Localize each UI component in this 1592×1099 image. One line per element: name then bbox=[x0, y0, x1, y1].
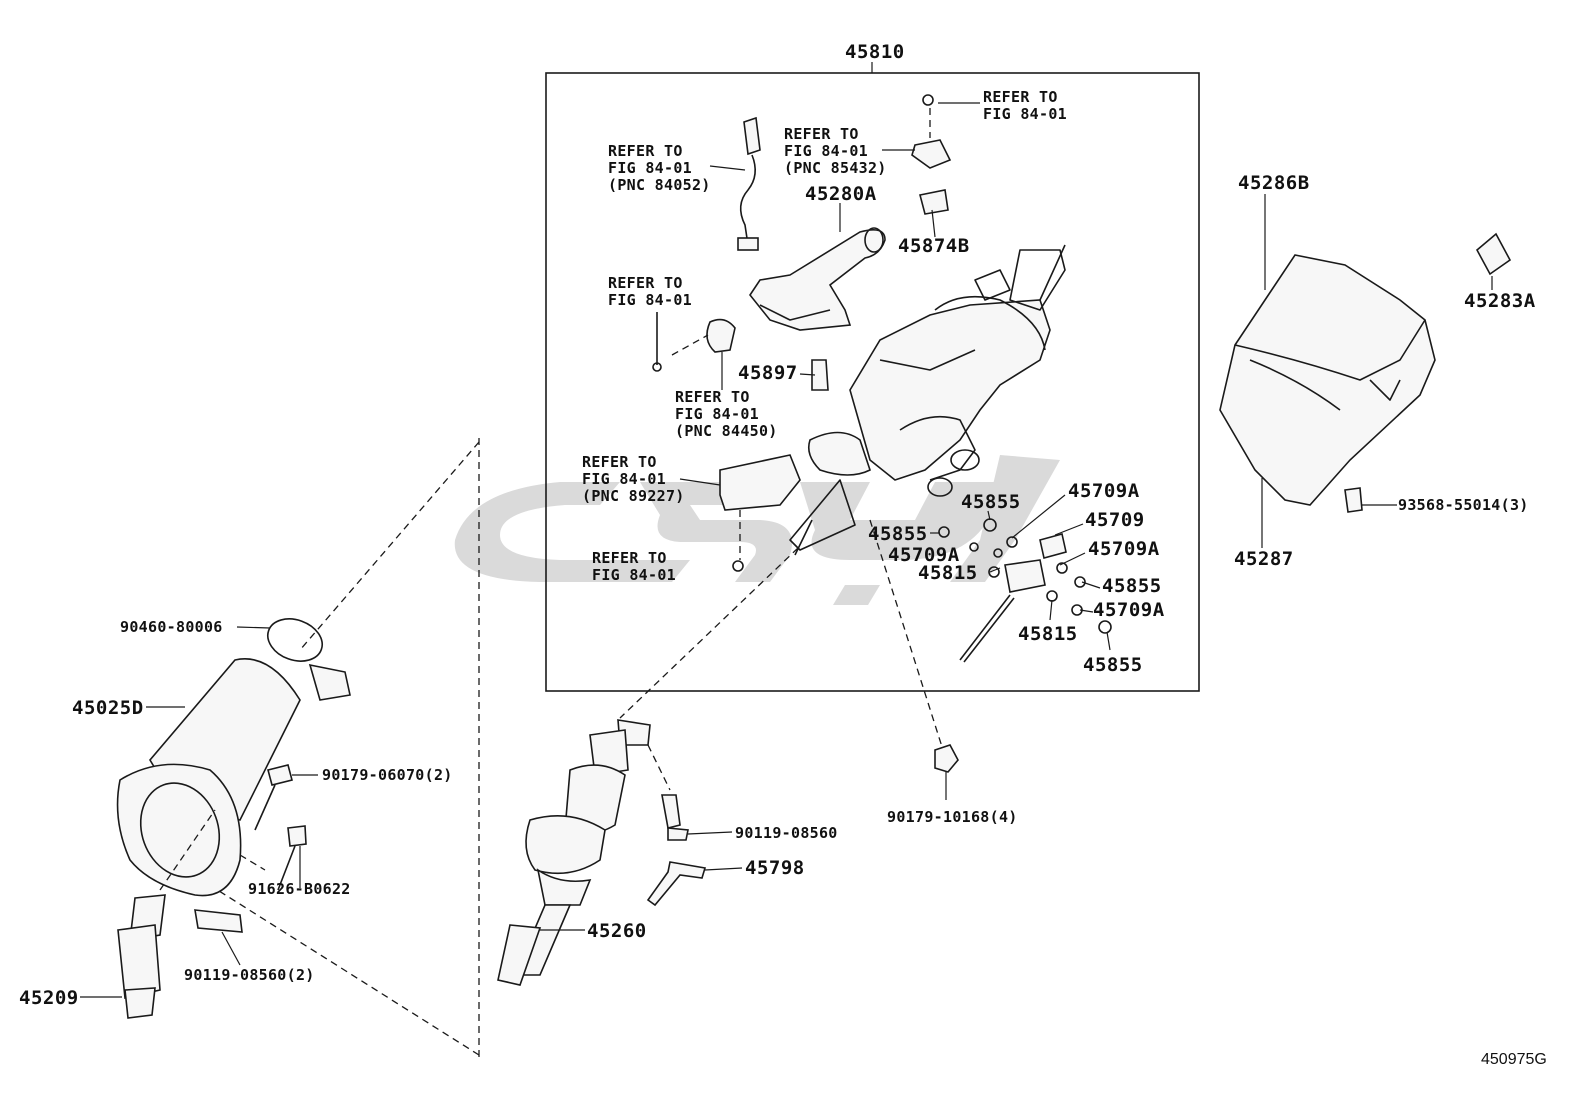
module-89227 bbox=[719, 454, 801, 511]
callout-93568-55014: 93568-55014(3) bbox=[1398, 496, 1529, 514]
refer-note-top-right: REFER TO FIG 84-01 bbox=[983, 88, 1067, 123]
refer-note-84052: REFER TO FIG 84-01 (PNC 84052) bbox=[608, 142, 711, 194]
callout-45283a: 45283A bbox=[1464, 290, 1536, 312]
callout-45815-a: 45815 bbox=[918, 562, 978, 584]
callout-90179-06070: 90179-06070(2) bbox=[322, 766, 453, 784]
callout-45260: 45260 bbox=[587, 920, 647, 942]
refer-note-screw: REFER TO FIG 84-01 bbox=[592, 549, 676, 584]
callout-90460-80006: 90460-80006 bbox=[120, 618, 223, 636]
callout-45025d: 45025D bbox=[72, 697, 144, 719]
callout-45897: 45897 bbox=[738, 362, 798, 384]
refer-note-85432: REFER TO FIG 84-01 (PNC 85432) bbox=[784, 125, 887, 177]
callout-45280a: 45280A bbox=[805, 183, 877, 205]
clamp bbox=[267, 618, 351, 701]
refer-note-bolt: REFER TO FIG 84-01 bbox=[608, 274, 692, 309]
bolt-90119-2 bbox=[194, 909, 243, 933]
leader-lines bbox=[679, 102, 1111, 651]
switch-harness bbox=[737, 116, 761, 251]
part-45897 bbox=[811, 359, 829, 391]
callout-45855-d: 45855 bbox=[1083, 654, 1143, 676]
clip-45798 bbox=[646, 861, 707, 907]
bolt-90119 bbox=[661, 794, 681, 829]
callout-45209: 45209 bbox=[19, 987, 79, 1009]
steering-column bbox=[789, 244, 1066, 556]
column-covers bbox=[1219, 232, 1512, 506]
callout-45709a-b: 45709A bbox=[888, 544, 960, 566]
callout-90119-08560: 90119-08560 bbox=[735, 824, 838, 842]
lock-housing bbox=[749, 227, 886, 331]
callout-45874b: 45874B bbox=[898, 235, 970, 257]
callout-45855-a: 45855 bbox=[961, 491, 1021, 513]
refer-note-84450: REFER TO FIG 84-01 (PNC 84450) bbox=[675, 388, 778, 440]
cover-45283a bbox=[1475, 232, 1512, 276]
callout-45855-c: 45855 bbox=[1102, 575, 1162, 597]
connector-85432 bbox=[911, 139, 952, 169]
switch-84450 bbox=[706, 318, 736, 353]
nut-90179-10168 bbox=[934, 744, 959, 773]
bracket-45874b bbox=[919, 189, 949, 215]
figure-code: 450975G bbox=[1481, 1051, 1547, 1068]
refer-note-89227: REFER TO FIG 84-01 (PNC 89227) bbox=[582, 453, 685, 505]
bolt-91626 bbox=[287, 825, 307, 847]
callout-45709a-d: 45709A bbox=[1093, 599, 1165, 621]
callout-45815-b: 45815 bbox=[1018, 623, 1078, 645]
callout-45709: 45709 bbox=[1085, 509, 1145, 531]
intermediate-shaft bbox=[497, 719, 651, 986]
callout-90119-08560-2: 90119-08560(2) bbox=[184, 966, 315, 984]
callout-45798: 45798 bbox=[745, 857, 805, 879]
bolt-90179-06070 bbox=[267, 764, 293, 786]
callout-90179-10168: 90179-10168(4) bbox=[887, 808, 1018, 826]
universal-joint bbox=[117, 894, 166, 1019]
callout-45287: 45287 bbox=[1234, 548, 1294, 570]
callout-45286b: 45286B bbox=[1238, 172, 1310, 194]
callout-45855-b: 45855 bbox=[868, 523, 928, 545]
callout-45709a-c: 45709A bbox=[1088, 538, 1160, 560]
dust-boot bbox=[116, 658, 301, 897]
callout-45810: 45810 bbox=[845, 41, 905, 63]
sensor-assembly bbox=[959, 533, 1067, 663]
callout-91626-b0622: 91626-B0622 bbox=[248, 880, 351, 898]
callout-45709a-a: 45709A bbox=[1068, 480, 1140, 502]
